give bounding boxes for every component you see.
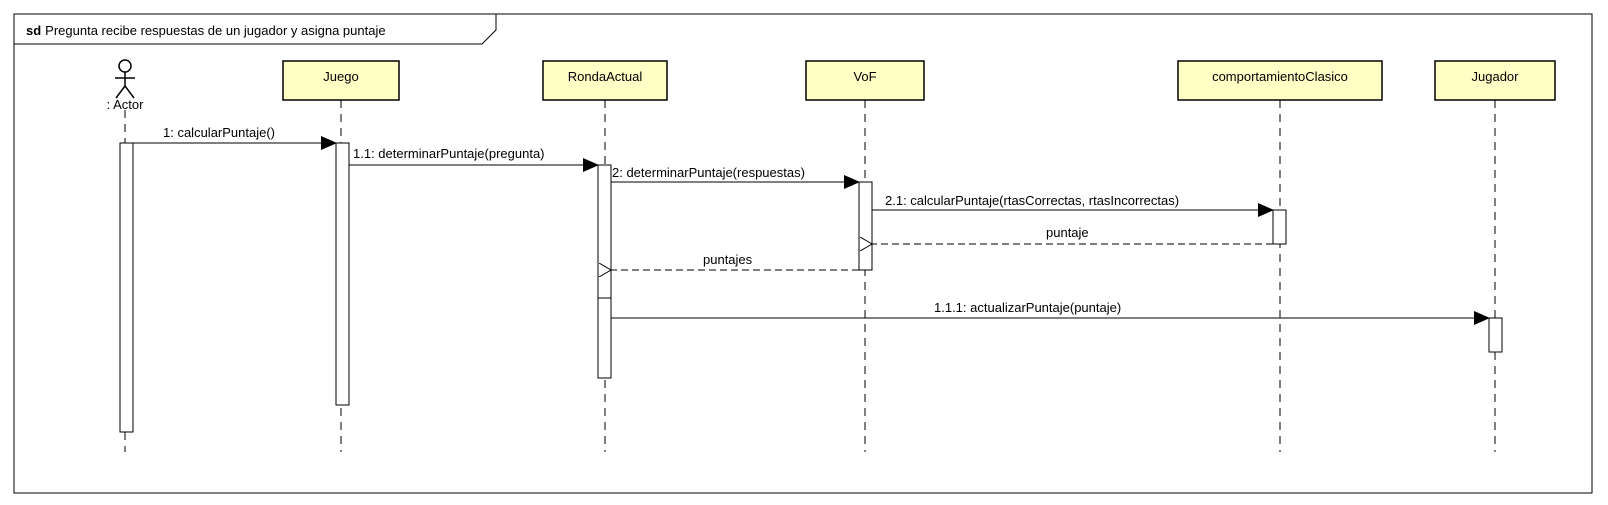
message-1-1-1-label: 1.1.1: actualizarPuntaje(puntaje) [934,300,1121,315]
participant-vof: VoF [805,60,925,101]
frame-title-tab [14,14,497,45]
comportamientoclasico-activation [1272,209,1287,245]
diagram-frame [13,13,1593,494]
participant-jugador: Jugador [1434,60,1556,101]
frame-title-text: Pregunta recibe respuestas de un jugador… [45,23,385,38]
vof-activation [858,181,873,271]
return-puntajes-label: puntajes [703,252,753,267]
frame-keyword: sd [26,23,41,38]
jugador-activation [1488,317,1503,353]
return-puntaje-label: puntaje [1046,225,1089,240]
participant-rondaactual: RondaActual [542,60,668,101]
participant-rondaactual-label: RondaActual [568,69,643,84]
participant-vof-label: VoF [853,69,876,84]
message-1-label: 1: calcularPuntaje() [163,125,275,140]
participant-comportamientoclasico-label: comportamientoClasico [1212,69,1348,84]
participant-juego-label: Juego [323,69,358,84]
message-1-1-label: 1.1: determinarPuntaje(pregunta) [353,146,545,161]
participant-juego: Juego [282,60,400,101]
actor-activation [119,142,134,433]
juego-activation [335,142,350,406]
message-2-label: 2: determinarPuntaje(respuestas) [612,165,805,180]
actor-label: : Actor [107,97,145,112]
participant-jugador-label: Jugador [1472,69,1520,84]
message-2-1-label: 2.1: calcularPuntaje(rtasCorrectas, rtas… [885,193,1179,208]
actor-stick-figure [115,59,135,99]
frame-title: sd Pregunta recibe respuestas de un jugad… [26,23,386,38]
rondaactual-activation [597,164,612,379]
participant-comportamientoclasico: comportamientoClasico [1177,60,1383,101]
